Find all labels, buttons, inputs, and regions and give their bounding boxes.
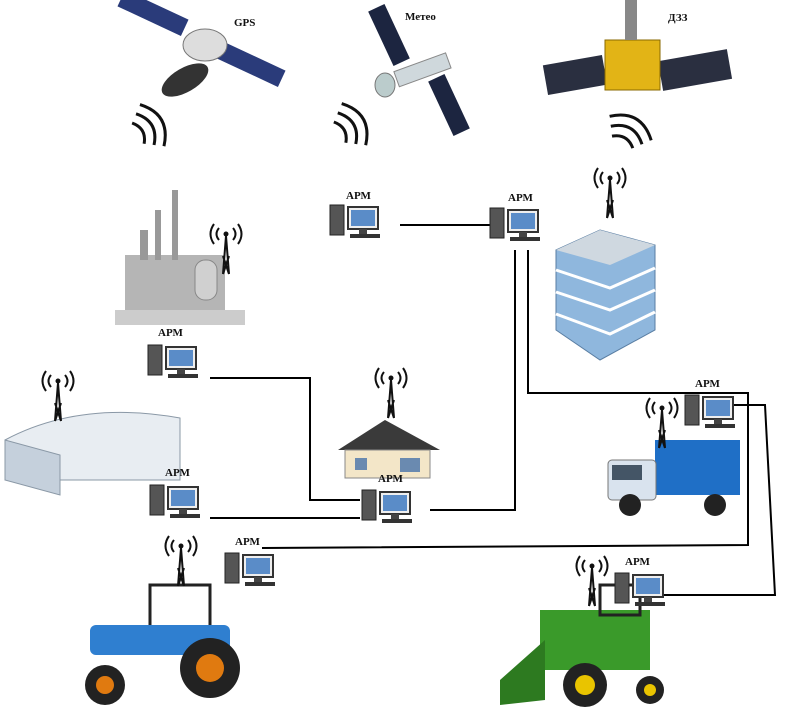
factory [115,190,245,325]
tractor [85,535,240,705]
truck [607,397,740,516]
workstation-tractor[interactable] [224,552,276,587]
workstation-center[interactable] [361,489,413,524]
gps-label: GPS [234,17,256,29]
meteo-label: Метео [405,11,436,23]
house [338,367,440,479]
connection-lines [210,224,777,596]
workstation-label: АРМ [378,473,403,485]
workstation-label: АРМ [158,327,183,339]
workstation-label: АРМ [625,556,650,568]
office-building [555,167,656,361]
dzz-label: ДЗЗ [668,12,688,24]
workstation-label: АРМ [508,192,533,204]
workstation-label: АРМ [165,467,190,479]
workstation-top-left[interactable] [329,204,381,239]
workstation-warehouse[interactable] [149,484,201,519]
workstation-label: АРМ [235,536,260,548]
workstation-truck[interactable] [684,394,736,429]
dzz-satellite [542,0,733,156]
workstation-top-right[interactable] [489,207,541,242]
warehouse [4,370,181,496]
gps-satellite [117,0,286,156]
workstation-label: АРМ [695,378,720,390]
meteo-satellite [326,4,470,155]
workstation-label: АРМ [346,190,371,202]
workstation-factory[interactable] [147,344,199,379]
